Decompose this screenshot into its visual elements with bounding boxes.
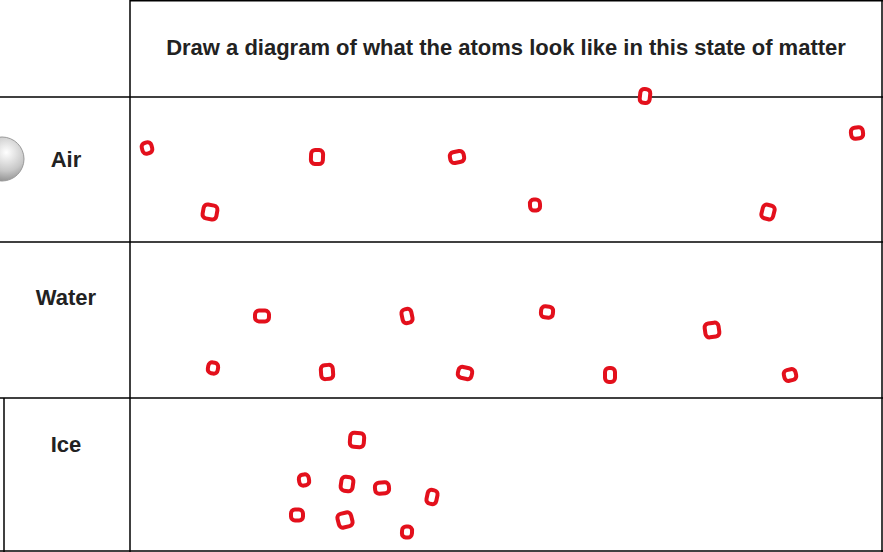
header-cell: Draw a diagram of what the atoms look li… — [141, 35, 871, 61]
atom-drawing — [207, 362, 219, 374]
atom-drawing — [449, 150, 465, 163]
atom-drawing — [850, 127, 863, 139]
row-label: Air — [51, 147, 82, 173]
atom-drawing — [704, 322, 720, 338]
grey-sphere — [0, 137, 24, 181]
atom-drawing — [298, 474, 310, 486]
atom-drawing — [291, 509, 303, 520]
atom-drawing — [401, 308, 414, 324]
atom-drawing — [340, 476, 354, 492]
atom-drawing — [457, 366, 473, 380]
atom-drawing — [337, 512, 354, 529]
atom-drawing — [255, 310, 269, 321]
atom-drawing — [541, 306, 554, 318]
atom-drawing — [350, 433, 365, 448]
row-label: Ice — [51, 432, 82, 458]
atom-drawing — [639, 89, 650, 104]
atom-drawing — [530, 199, 541, 211]
atom-drawing — [605, 368, 615, 382]
atom-drawing — [783, 368, 797, 381]
atom-drawing — [311, 150, 323, 164]
atom-drawing — [321, 365, 334, 380]
row-label: Water — [36, 285, 96, 311]
atom-drawing — [141, 141, 154, 154]
atom-drawing — [402, 526, 413, 538]
atom-drawing — [375, 482, 390, 494]
atom-drawing — [426, 489, 439, 505]
atom-drawings — [141, 89, 864, 538]
atom-drawing — [202, 204, 218, 220]
atom-drawing — [760, 204, 775, 220]
